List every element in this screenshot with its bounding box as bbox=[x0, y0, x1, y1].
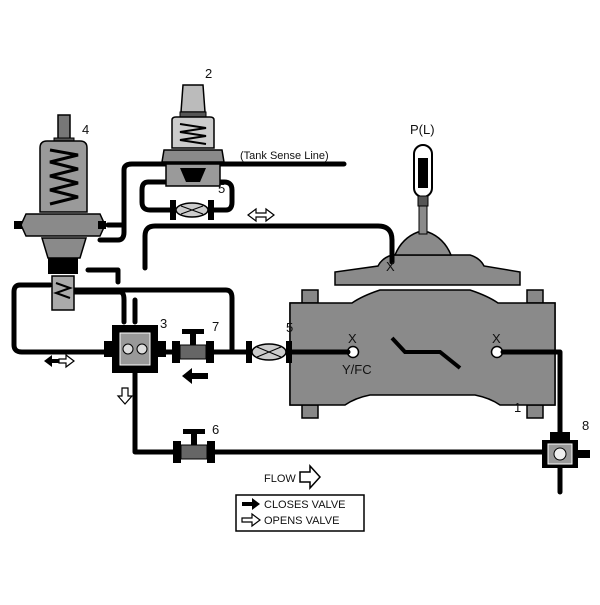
closes-arrow-7 bbox=[182, 368, 208, 384]
flow-arrow-icon bbox=[299, 464, 322, 490]
ball-valve-8 bbox=[542, 432, 590, 468]
x-top-label: X bbox=[386, 259, 395, 274]
legend-opens-valve: OPENS VALVE bbox=[264, 515, 339, 527]
opens-arrow-down bbox=[116, 387, 134, 405]
needle-valve-6 bbox=[173, 429, 215, 463]
label-5-top: 5 bbox=[218, 181, 225, 196]
pl-label: P(L) bbox=[410, 122, 435, 137]
label-3: 3 bbox=[160, 316, 167, 331]
legend: CLOSES VALVE OPENS VALVE bbox=[235, 494, 365, 532]
label-4: 4 bbox=[82, 122, 89, 137]
legend-closes-valve: CLOSES VALVE bbox=[264, 499, 346, 511]
position-indicator bbox=[413, 144, 433, 235]
closes-arrow-icon bbox=[242, 498, 260, 510]
pilot-3-relay bbox=[104, 325, 166, 373]
double-arrow-left bbox=[44, 353, 75, 369]
pilot-4-pressure-reducing bbox=[14, 114, 106, 311]
pilot-piping bbox=[11, 161, 563, 495]
double-arrow-top bbox=[247, 207, 275, 223]
main-valve-body bbox=[289, 231, 556, 419]
flow-label: FLOW bbox=[264, 473, 296, 485]
label-5-inlet: 5 bbox=[286, 320, 293, 335]
yfc-label: Y/FC bbox=[342, 362, 372, 377]
label-7: 7 bbox=[212, 319, 219, 334]
pilot-2-altitude bbox=[161, 84, 225, 187]
needle-valve-7 bbox=[172, 329, 214, 363]
strainer-5-inlet bbox=[246, 341, 292, 363]
x-right-label: X bbox=[492, 331, 501, 346]
strainer-5-top bbox=[170, 200, 214, 220]
label-6: 6 bbox=[212, 422, 219, 437]
x-left-label: X bbox=[348, 331, 357, 346]
label-2: 2 bbox=[205, 66, 212, 81]
label-8: 8 bbox=[582, 418, 589, 433]
tank-sense-line-label: (Tank Sense Line) bbox=[240, 150, 329, 162]
opens-arrow-icon bbox=[241, 512, 261, 528]
label-1: 1 bbox=[514, 400, 521, 415]
